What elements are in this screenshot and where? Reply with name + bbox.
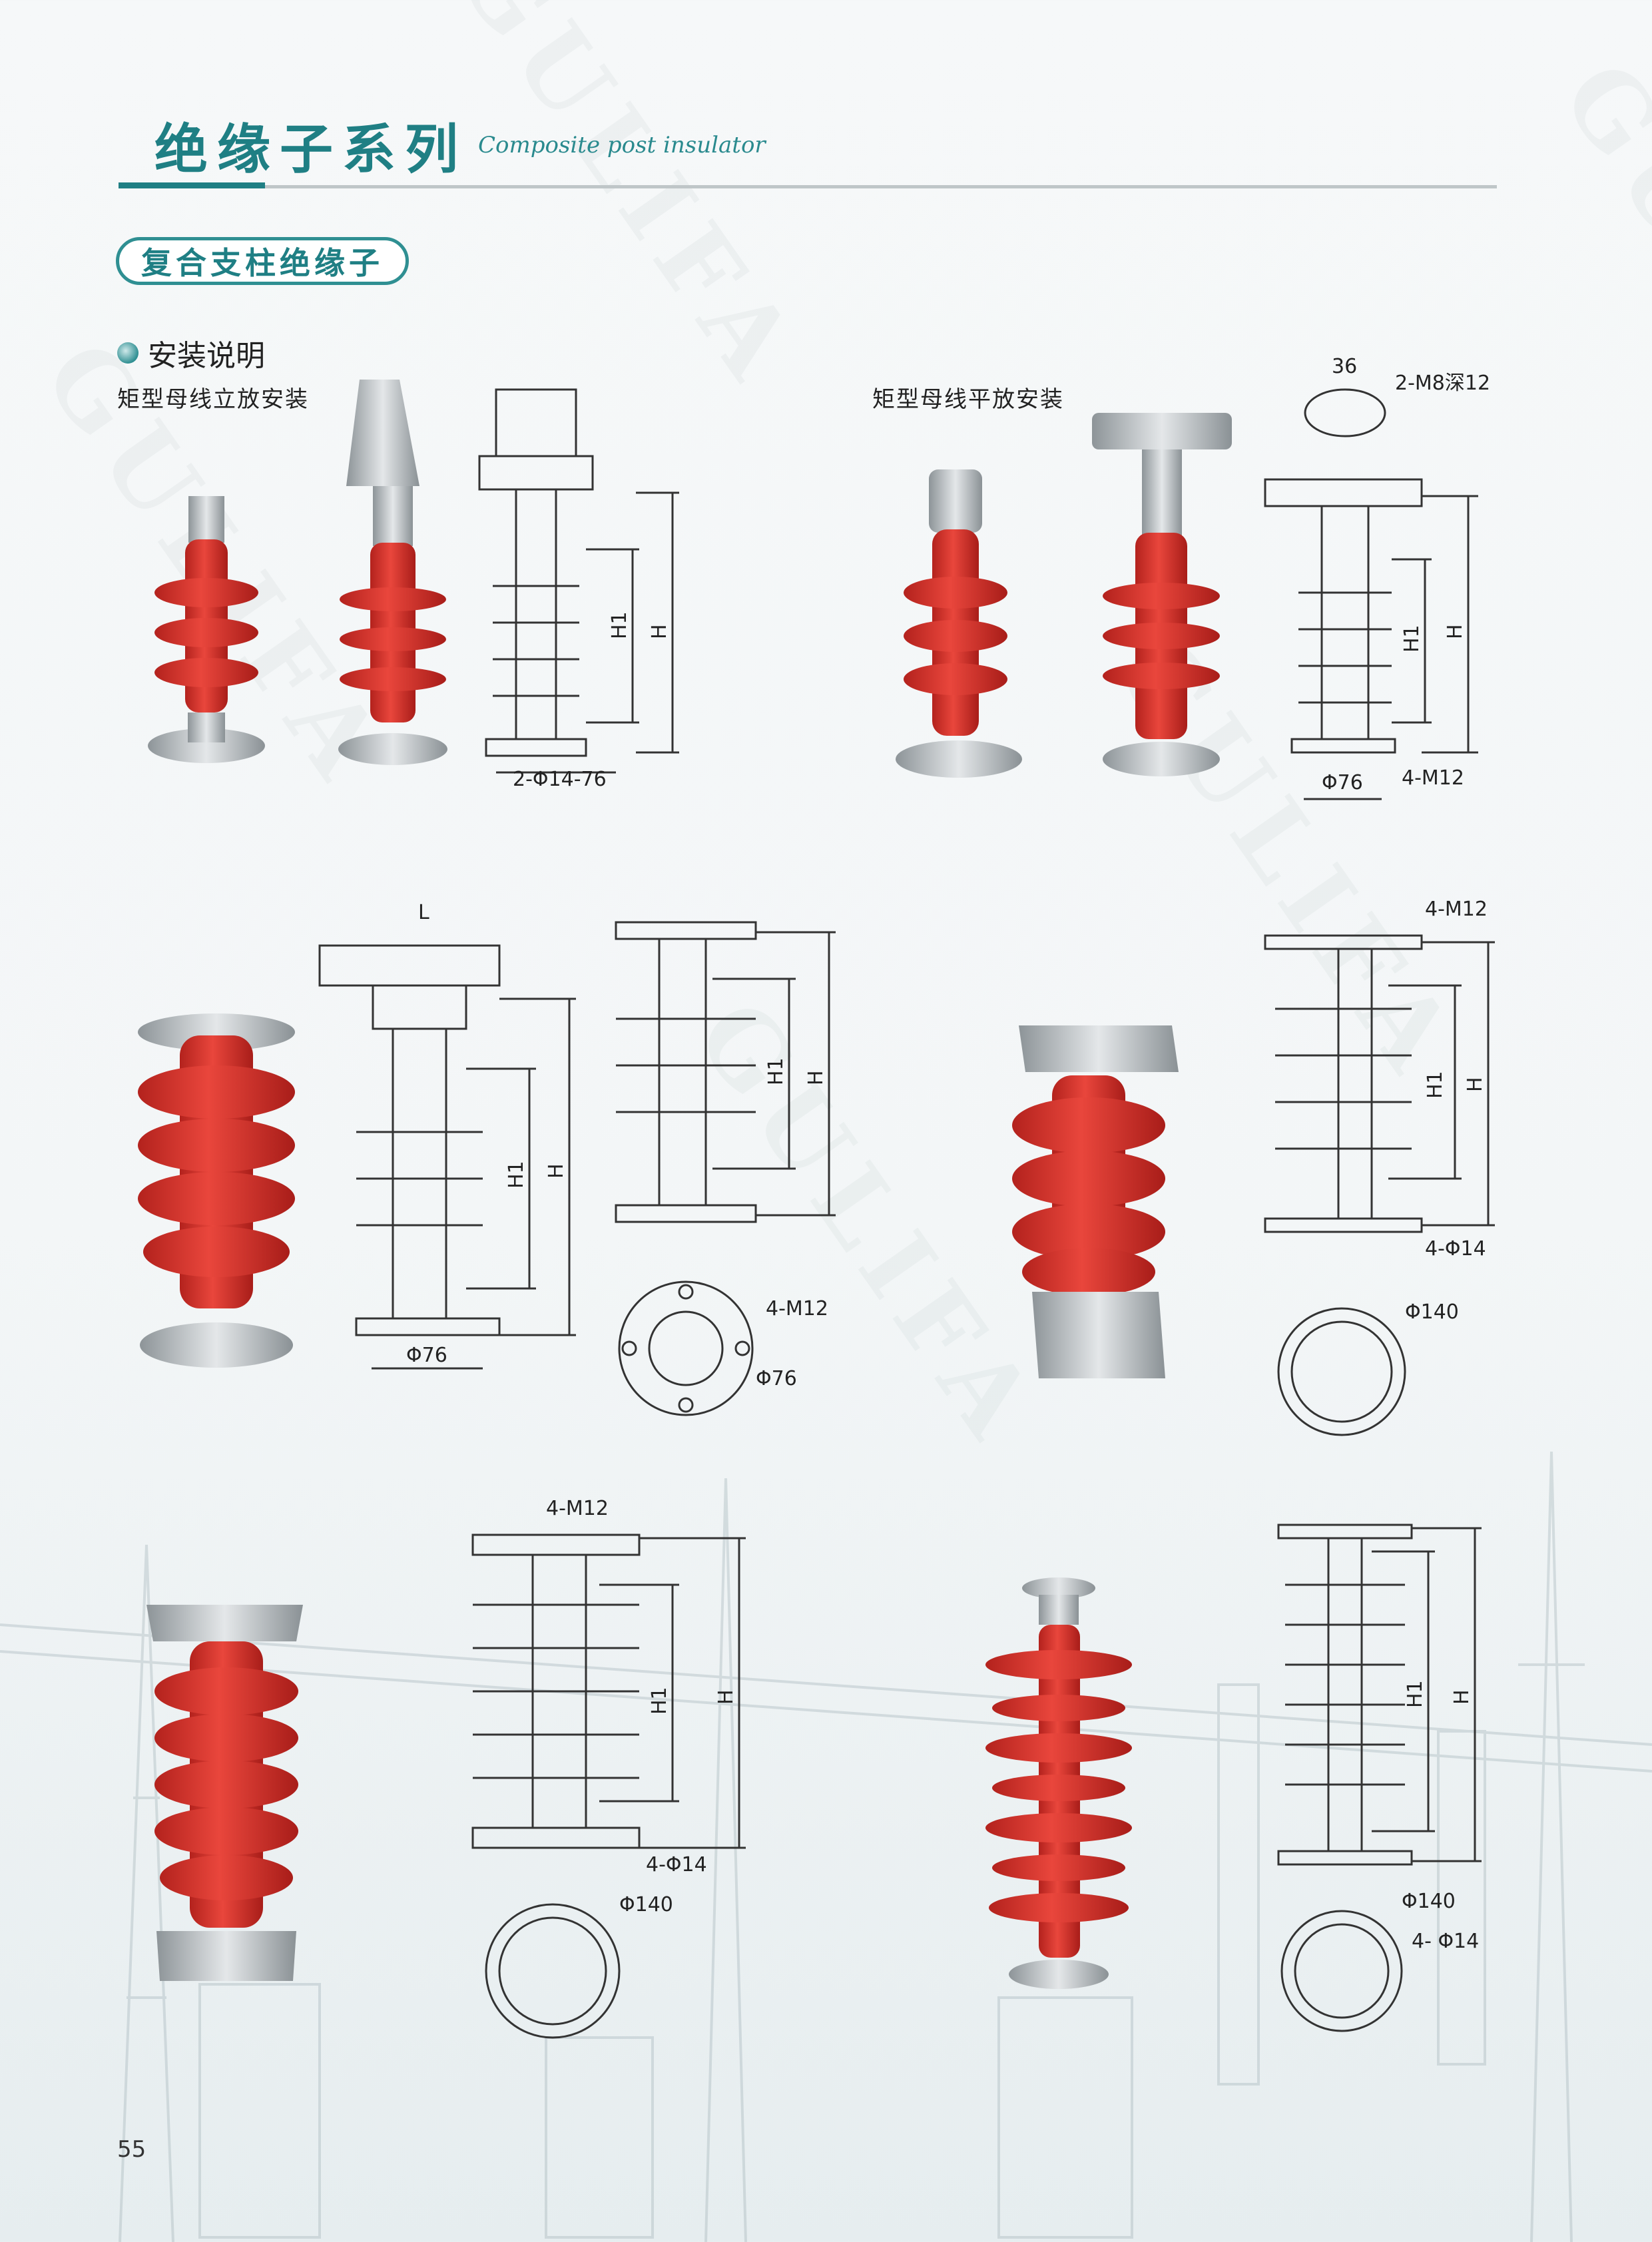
insulator-photo-5 [138,1013,295,1368]
insulator-photo-8 [985,1577,1132,1989]
dim-label: H1 [505,1161,528,1189]
dim-label: 2-M8深12 [1395,372,1490,395]
drawing-6 [471,1534,746,2039]
dim-label: Φ76 [756,1367,797,1390]
substation-background [0,1451,1652,2242]
page-subtitle-en: Composite post insulator [478,132,766,158]
dim-label: H [714,1689,738,1705]
insulator-photo-3 [896,469,1022,778]
header-accent [119,182,265,188]
dim-label: 4-M12 [1402,766,1464,790]
dim-label: H [804,1070,828,1085]
dim-label: 4-Φ14 [646,1853,707,1876]
dim-label: H1 [1424,1071,1447,1099]
subheading-vertical: 矩型母线立放安装 [117,386,309,413]
dim-label: 2-Φ14-76 [513,768,607,791]
page-title: 绝缘子系列 [154,119,467,180]
section-title: 安装说明 [148,339,265,373]
insulator-photo-1 [148,496,265,763]
drawing-4 [615,921,836,1416]
dim-label: 4-M12 [1425,898,1488,921]
dim-label: H [648,624,671,639]
header-divider [119,185,1497,188]
drawing-7 [1277,1524,1482,2032]
bullet-icon [117,342,138,364]
dim-label: 4-Φ14 [1425,1237,1486,1261]
dim-label: 4- Φ14 [1412,1930,1479,1953]
drawing-5 [1264,934,1495,1436]
drawing-2 [1264,388,1478,800]
dim-label: 4-M12 [546,1497,609,1520]
dim-label: Φ76 [1322,771,1363,794]
category-badge: 复合支柱绝缘子 [116,237,409,285]
dim-label: Φ140 [1402,1890,1456,1913]
insulator-photo-2 [338,380,447,765]
dim-label: H1 [764,1057,788,1085]
dim-label: H1 [608,611,631,639]
dim-label: L [418,901,429,924]
drawing-1 [478,388,679,774]
insulator-photo-4 [1092,413,1232,776]
dim-label: Φ140 [619,1893,673,1916]
dim-label: H [1464,1077,1487,1092]
page-number: 55 [117,2136,146,2163]
drawing-3 [318,944,576,1370]
insulator-photo-7 [146,1605,303,1981]
dim-label: H1 [1400,625,1424,653]
dim-label: 36 [1332,355,1357,378]
dim-label: Φ140 [1405,1300,1459,1324]
section-heading: 安装说明 [117,332,265,374]
dim-label: H1 [648,1687,671,1715]
insulator-photo-6 [1012,1025,1179,1378]
dim-label: 4-M12 [766,1297,828,1320]
subheading-horizontal: 矩型母线平放安装 [872,386,1064,413]
dim-label: H1 [1404,1680,1427,1708]
dim-label: H [1444,624,1467,639]
dim-label: H [1450,1689,1474,1705]
dim-label: H [545,1163,568,1179]
dim-label: Φ76 [406,1344,447,1367]
